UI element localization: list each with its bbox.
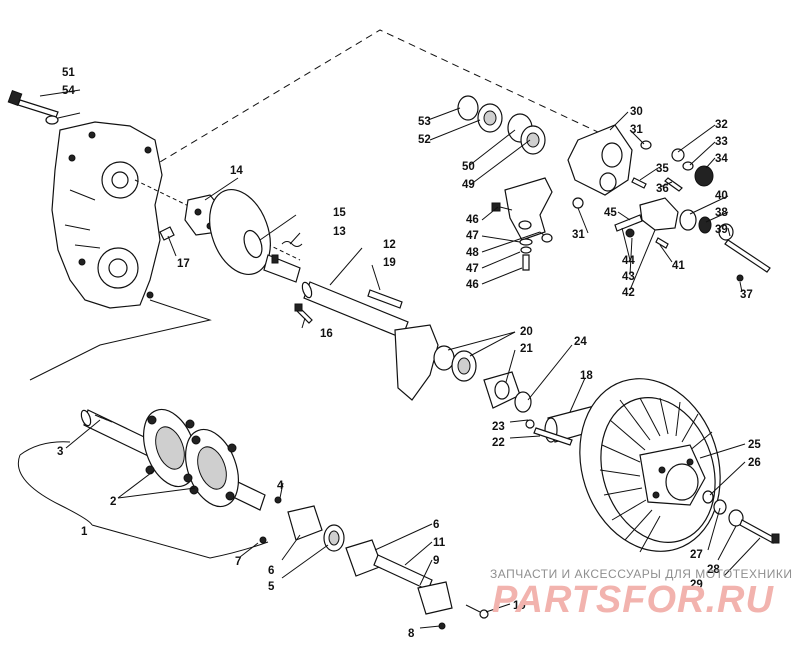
- callout-27: 27: [690, 549, 703, 561]
- callout-33: 33: [715, 136, 728, 148]
- washer-54: [45, 115, 59, 125]
- bearing-flange-assembly: [394, 324, 605, 446]
- callout-48: 48: [466, 247, 479, 259]
- callout-2: 2: [110, 496, 116, 508]
- hardware-46-47: [491, 202, 533, 271]
- lower-bearing-flanges: [259, 496, 489, 630]
- callout-13: 13: [333, 226, 346, 238]
- callout-4: 4: [277, 480, 284, 492]
- callout-23: 23: [492, 421, 505, 433]
- callout-15: 15: [333, 207, 346, 219]
- bracket-48: [504, 177, 553, 243]
- callout-53: 53: [418, 116, 431, 128]
- brake-disc-15: [209, 188, 271, 276]
- callout-45: 45: [604, 207, 617, 219]
- callout-6-right: 6: [433, 519, 439, 531]
- callout-17: 17: [177, 258, 190, 270]
- callout-38: 38: [715, 207, 728, 219]
- callout-25: 25: [748, 439, 761, 451]
- hub-with-key: [263, 254, 301, 283]
- callout-19: 19: [383, 257, 396, 269]
- callout-1: 1: [81, 526, 88, 538]
- callout-40: 40: [715, 190, 728, 202]
- callout-16: 16: [320, 328, 333, 340]
- callout-47-upper: 47: [466, 230, 479, 242]
- callout-12: 12: [383, 239, 396, 251]
- callout-46-lower: 46: [466, 279, 479, 291]
- key-19: [367, 289, 403, 309]
- pulley-hardware-26-29: [702, 490, 780, 544]
- callout-46-upper: 46: [466, 214, 479, 226]
- callout-3: 3: [57, 446, 63, 458]
- callout-6-left: 6: [268, 565, 274, 577]
- bearing-housing-30: [567, 124, 633, 196]
- callout-37: 37: [740, 289, 753, 301]
- callout-29: 29: [690, 579, 703, 591]
- bearing-set: [457, 95, 546, 155]
- callout-18: 18: [580, 370, 593, 382]
- callout-30: 30: [630, 106, 643, 118]
- callout-28: 28: [707, 564, 720, 576]
- clip-17: [159, 226, 175, 241]
- callout-44: 44: [622, 255, 635, 267]
- callout-51: 51: [62, 67, 75, 79]
- callout-36: 36: [656, 183, 669, 195]
- driven-pulley-25: [579, 378, 721, 553]
- callout-50: 50: [462, 161, 475, 173]
- callout-7: 7: [235, 556, 241, 568]
- callout-21: 21: [520, 343, 533, 355]
- spring-13: [281, 241, 303, 247]
- callout-47-lower: 47: [466, 263, 479, 275]
- callout-34: 34: [715, 153, 728, 165]
- callout-9: 9: [433, 555, 439, 567]
- callout-49: 49: [462, 179, 475, 191]
- callout-26: 26: [748, 457, 761, 469]
- callout-10: 10: [513, 600, 526, 612]
- callout-11: 11: [433, 537, 446, 549]
- callout-labels: 51 54 14 15 13 17 16 12 19 53 52 50 49 3…: [57, 67, 761, 640]
- dashed-connector: [149, 29, 616, 169]
- callout-14: 14: [230, 165, 243, 177]
- callout-52: 52: [418, 134, 431, 146]
- callout-20: 20: [520, 326, 533, 338]
- bolt-16: [294, 303, 313, 324]
- callout-54: 54: [62, 85, 75, 97]
- callout-43: 43: [622, 271, 635, 283]
- callout-31-lower: 31: [572, 229, 585, 241]
- callout-41: 41: [672, 260, 685, 272]
- adjuster-arm-40-45: [614, 197, 712, 249]
- callout-24: 24: [574, 336, 587, 348]
- watermark-logo: PARTSFOR.RU: [492, 579, 774, 621]
- drive-sprockets-2: [143, 408, 239, 508]
- callout-39: 39: [715, 224, 728, 236]
- callout-22: 22: [492, 437, 505, 449]
- callout-5: 5: [268, 581, 275, 593]
- callout-32: 32: [715, 119, 728, 131]
- leader-lines: [18, 89, 761, 629]
- callout-8: 8: [408, 628, 415, 640]
- watermark: ЗАПЧАСТИ И АКСЕССУАРЫ ДЛЯ МОТОТЕХНИКИ PA…: [490, 567, 792, 621]
- callout-35: 35: [656, 163, 669, 175]
- jackshaft-12: [301, 281, 409, 339]
- callout-42: 42: [622, 287, 635, 299]
- watermark-text: ЗАПЧАСТИ И АКСЕССУАРЫ ДЛЯ МОТОТЕХНИКИ: [490, 567, 792, 581]
- callout-31-upper: 31: [630, 124, 643, 136]
- chaincase-housing: [51, 121, 301, 309]
